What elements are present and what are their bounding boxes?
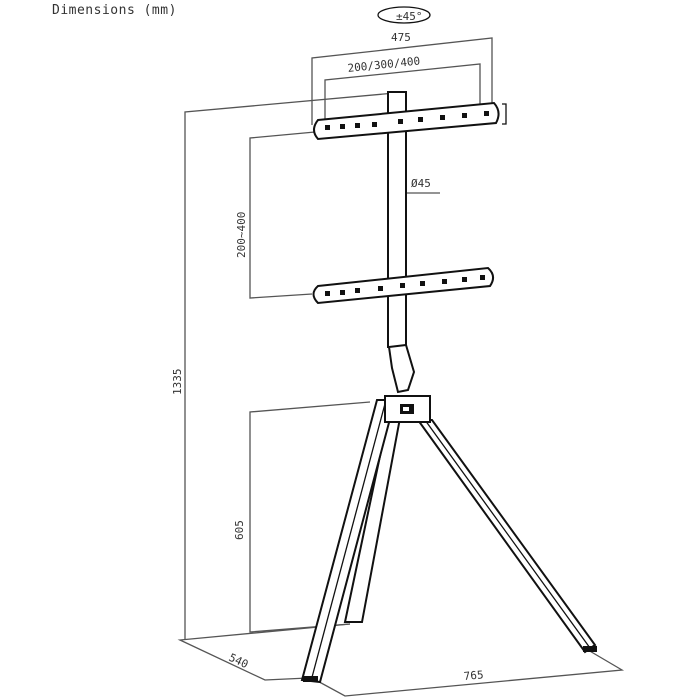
label-rotation: ±45° bbox=[396, 10, 423, 23]
label-width-overall: 475 bbox=[391, 31, 411, 44]
label-bracket-spacing: 200~400 bbox=[235, 212, 248, 258]
label-height-total: 1335 bbox=[171, 369, 184, 396]
diagram-title: Dimensions (mm) bbox=[52, 3, 177, 18]
pole bbox=[387, 91, 416, 394]
label-base-width: 765 bbox=[463, 668, 484, 683]
dimension-lines bbox=[177, 37, 625, 697]
tripod-base bbox=[300, 395, 597, 684]
label-pole-diameter: Ø45 bbox=[411, 177, 431, 190]
upper-vesa-bracket bbox=[313, 101, 507, 141]
rotation-arrow-icon bbox=[377, 6, 431, 24]
label-depth: 540 bbox=[227, 651, 251, 671]
lower-vesa-bracket bbox=[312, 266, 494, 305]
label-height-hub: 605 bbox=[233, 520, 246, 540]
